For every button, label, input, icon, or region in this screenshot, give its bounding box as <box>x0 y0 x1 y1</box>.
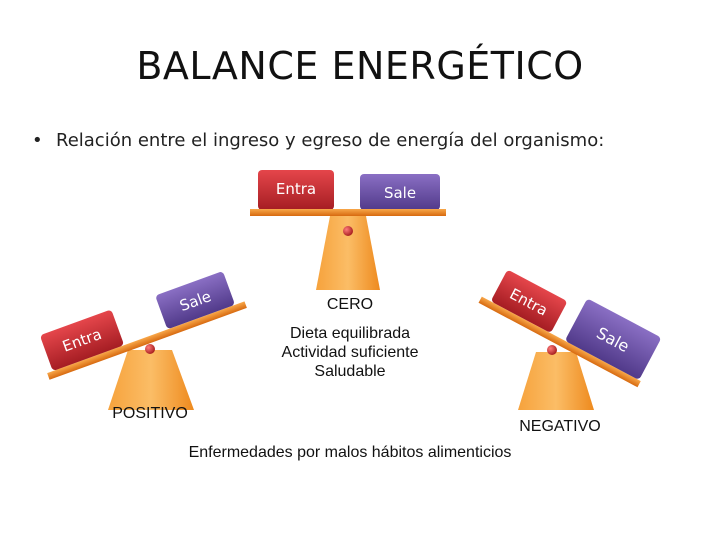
positivo-label: POSITIVO <box>112 405 188 422</box>
negativo-entra-box <box>492 270 567 332</box>
cero-entra-label: Entra <box>276 180 316 198</box>
balance-negativo: Entra Sale <box>478 270 661 410</box>
bullet-dot-icon: • <box>32 130 43 151</box>
negativo-pivot-icon <box>547 345 557 355</box>
positivo-base <box>108 350 194 410</box>
positivo-pivot-icon <box>145 344 155 354</box>
negativo-sale-box <box>566 299 661 379</box>
cero-line-activity: Actividad suficiente <box>281 344 419 361</box>
positivo-sale-box <box>156 272 234 329</box>
bullet-text: Relación entre el ingreso y egreso de en… <box>56 130 605 151</box>
negativo-label: NEGATIVO <box>519 418 601 435</box>
footer-text: Enfermedades por malos hábitos alimentic… <box>188 444 512 461</box>
positivo-beam <box>47 301 247 380</box>
cero-line-healthy: Saludable <box>314 363 386 380</box>
cero-sale-label: Sale <box>384 184 416 202</box>
cero-base <box>316 216 380 290</box>
cero-description: Dieta equilibrada Actividad suficiente S… <box>250 324 450 381</box>
cero-line-diet: Dieta equilibrada <box>289 325 411 342</box>
balance-cero: Entra Sale <box>250 170 446 290</box>
positivo-entra-box <box>40 310 124 371</box>
negativo-beam <box>478 296 641 388</box>
cero-sale-box <box>360 174 440 210</box>
negativo-base <box>518 352 594 410</box>
cero-beam <box>250 209 446 216</box>
balance-positivo: Entra Sale <box>40 272 247 410</box>
cero-entra-box <box>258 170 334 210</box>
cero-label: CERO <box>326 296 374 313</box>
cero-pivot-icon <box>343 226 353 236</box>
slide-title: BALANCE ENERGÉTICO <box>136 44 584 88</box>
bullet-item: • Relación entre el ingreso y egreso de e… <box>32 130 604 151</box>
